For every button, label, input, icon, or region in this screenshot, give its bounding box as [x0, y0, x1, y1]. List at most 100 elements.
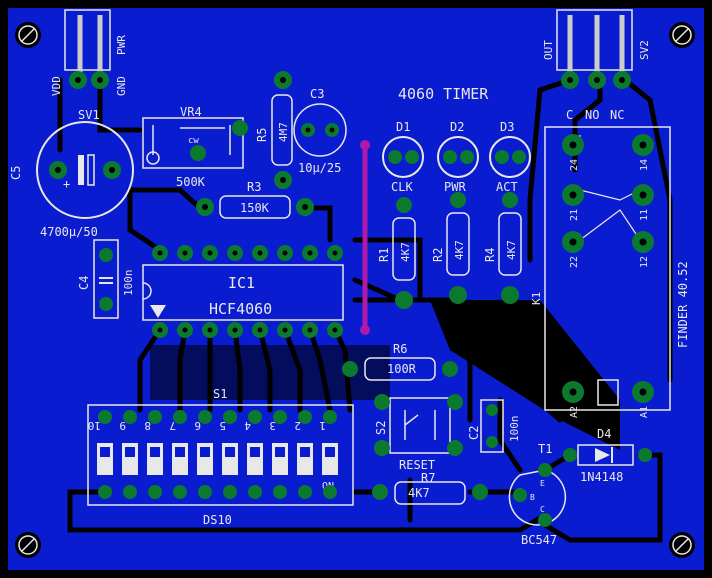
relay-pin-hole [639, 141, 647, 149]
copper-pour [8, 8, 704, 570]
dip-number: 7 [169, 419, 176, 432]
label-t1-part: BC547 [521, 533, 557, 547]
relay-pin-hole [639, 238, 647, 246]
label-r6-value: 100R [387, 362, 417, 376]
dip-lever-knob [300, 447, 310, 457]
resistor-r5: R5 4M7 [255, 71, 293, 189]
relay-pin-label: 12 [639, 256, 650, 268]
dip-pad [223, 410, 237, 424]
dip-pad [273, 410, 287, 424]
ic1-pads [152, 245, 343, 338]
ic1-pin-hole [282, 327, 288, 333]
label-c: C [566, 108, 573, 122]
label-c3: C3 [310, 87, 324, 101]
dip-lever-knob [200, 447, 210, 457]
dip-pad [323, 485, 337, 499]
label-t1: T1 [538, 442, 552, 456]
dip-switch-s1: S1 DS10 ON [87, 387, 354, 527]
label-ds10: DS10 [203, 513, 232, 527]
label-c2-value: 100n [508, 416, 521, 443]
dip-lever-knob [100, 447, 110, 457]
label-ic1: IC1 [228, 274, 255, 292]
mounting-holes [15, 22, 695, 558]
dip-pad [148, 410, 162, 424]
relay-pin-label: 14 [639, 159, 650, 171]
label-sv1: SV1 [78, 108, 100, 122]
label-r5: R5 [255, 128, 269, 142]
label-cw: cw [188, 136, 199, 146]
dip-pad [123, 410, 137, 424]
dip-number: 5 [219, 419, 226, 432]
transistor-t1: T1 E B C BC547 [508, 442, 567, 547]
capacitor-c3: C3 10µ/25 [293, 87, 347, 175]
relay-pin-label: A1 [639, 406, 650, 418]
dip-lever-knob [225, 447, 235, 457]
led-d2: D2 PWR [437, 120, 479, 194]
dip-pad [198, 410, 212, 424]
diode-d4: D4 1N4148 [563, 427, 652, 484]
ic1-pin-hole [257, 250, 263, 256]
label-d1: D1 [396, 120, 410, 134]
dip-pad [173, 410, 187, 424]
ic1-pin-hole [232, 327, 238, 333]
label-s1: S1 [213, 387, 227, 401]
label-t1-c: C [540, 505, 545, 514]
label-r1: R1 [377, 248, 391, 262]
dip-number: 9 [119, 419, 126, 432]
ic1-pin-hole [232, 250, 238, 256]
dip-number: 4 [244, 419, 251, 432]
ic1-pin-hole [282, 250, 288, 256]
dip-number: 6 [194, 419, 201, 432]
dip-lever-knob [150, 447, 160, 457]
dip-lever-knob [325, 447, 335, 457]
resistor-r7: R7 4K7 [372, 471, 488, 505]
label-r3-value: 150K [240, 201, 270, 215]
ic1-pin-hole [307, 250, 313, 256]
label-c5: C5 [9, 166, 23, 180]
label-d3: D3 [500, 120, 514, 134]
label-r6: R6 [393, 342, 407, 356]
ic1-pin-hole [332, 250, 338, 256]
ic1-pin-hole [157, 250, 163, 256]
label-vdd: VDD [50, 76, 63, 96]
label-c3-value: 10µ/25 [298, 161, 341, 175]
relay-pin-label: 22 [569, 256, 580, 268]
resistor-r3: R3 150K [196, 180, 314, 219]
dip-pad [198, 485, 212, 499]
ic1-pin-hole [307, 327, 313, 333]
label-clk: CLK [391, 180, 413, 194]
label-d4-part: 1N4148 [580, 470, 623, 484]
label-c5-value: 4700µ/50 [40, 225, 98, 239]
dip-number: 8 [144, 419, 151, 432]
ground-plane [430, 300, 620, 450]
capacitor-c4: C4 100n [77, 239, 135, 319]
dip-number: 2 [294, 419, 301, 432]
relay-pin-label: 24 [569, 159, 580, 171]
capacitor-c5: + C5 4700µ/50 [9, 121, 134, 239]
header-sv1: VDD GND PWR SV1 [50, 9, 128, 122]
label-act: ACT [496, 180, 518, 194]
relay-pin-hole [569, 141, 577, 149]
relay-pin-label: 11 [639, 209, 650, 221]
ic1-pin-hole [207, 327, 213, 333]
relay-pin-label: 21 [569, 209, 580, 221]
label-pwr: PWR [444, 180, 466, 194]
dip-pad [98, 410, 112, 424]
board-title: 4060 TIMER [398, 85, 489, 103]
label-r4-value: 4K7 [505, 240, 518, 260]
resistor-r2: R2 4K7 [431, 192, 470, 304]
label-pwr-pin: PWR [115, 35, 128, 55]
dip-lever-knob [250, 447, 260, 457]
relay-pin-hole [639, 191, 647, 199]
label-sv2: SV2 [638, 40, 651, 60]
dip-lever-knob [275, 447, 285, 457]
ic1-pin-hole [182, 250, 188, 256]
label-t1-b: B [530, 493, 535, 502]
label-c4-value: 100n [122, 270, 135, 297]
dip-pad [148, 485, 162, 499]
label-c2: C2 [467, 426, 481, 440]
pushbutton-s2: S2 RESET [374, 394, 463, 472]
label-r5-value: 4M7 [277, 122, 290, 142]
label-s2: S2 [374, 421, 388, 435]
